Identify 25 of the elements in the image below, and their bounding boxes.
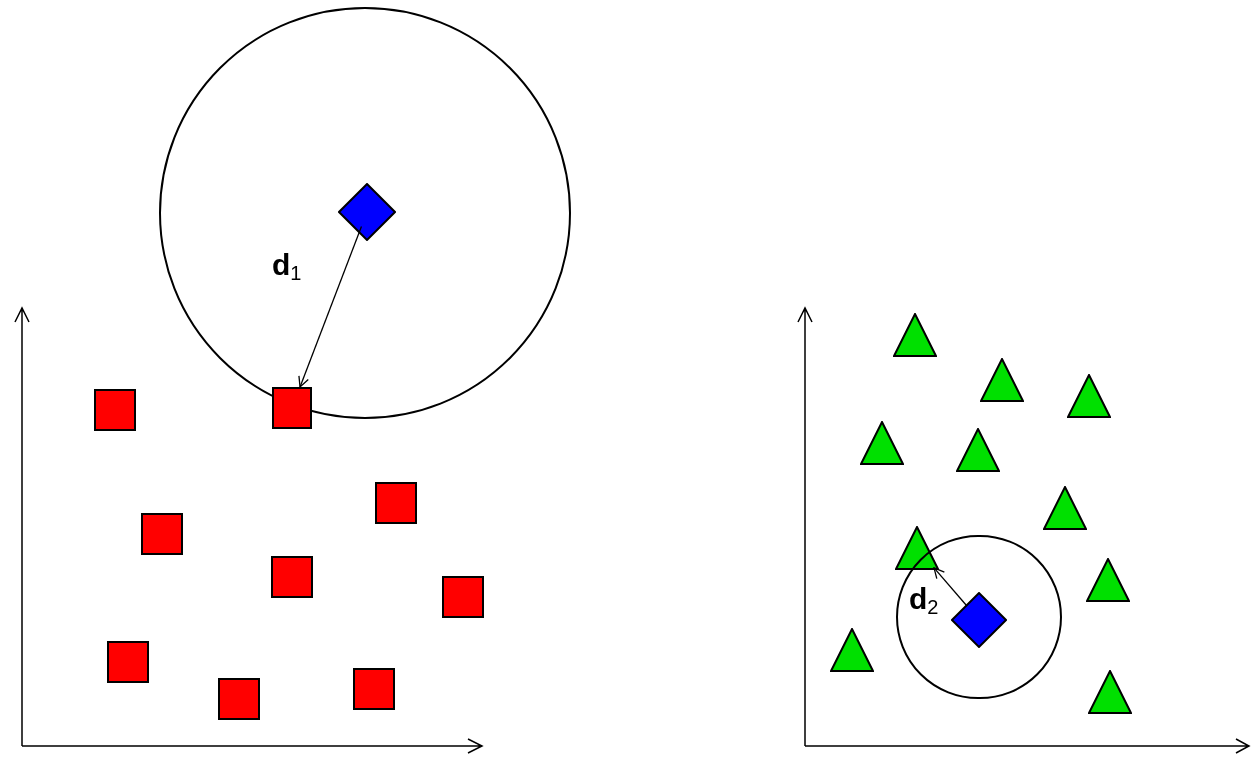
triangle-marker	[1086, 558, 1130, 602]
query-diamond	[951, 592, 1007, 648]
square-marker	[107, 641, 149, 683]
triangle-marker	[1067, 374, 1111, 418]
distance-arrow	[933, 567, 968, 607]
square-marker	[442, 576, 484, 618]
square-marker	[218, 678, 260, 720]
square-marker	[353, 668, 395, 710]
triangle-marker	[956, 428, 1000, 472]
query-diamond	[338, 183, 396, 241]
triangle-marker	[980, 358, 1024, 402]
triangle-marker	[1088, 670, 1132, 714]
edge-label: d$_{1}$	[272, 250, 302, 280]
edge-label: d$_{2}$	[909, 584, 939, 614]
distance-arrow	[298, 225, 363, 388]
square-marker	[141, 513, 183, 555]
triangle-marker	[830, 628, 874, 672]
square-marker	[94, 389, 136, 431]
triangle-marker	[860, 421, 904, 465]
square-marker	[272, 387, 312, 429]
square-marker	[375, 482, 417, 524]
triangle-marker	[893, 313, 937, 357]
triangle-marker	[1043, 486, 1087, 530]
square-marker	[271, 556, 313, 598]
triangle-marker	[895, 526, 939, 570]
